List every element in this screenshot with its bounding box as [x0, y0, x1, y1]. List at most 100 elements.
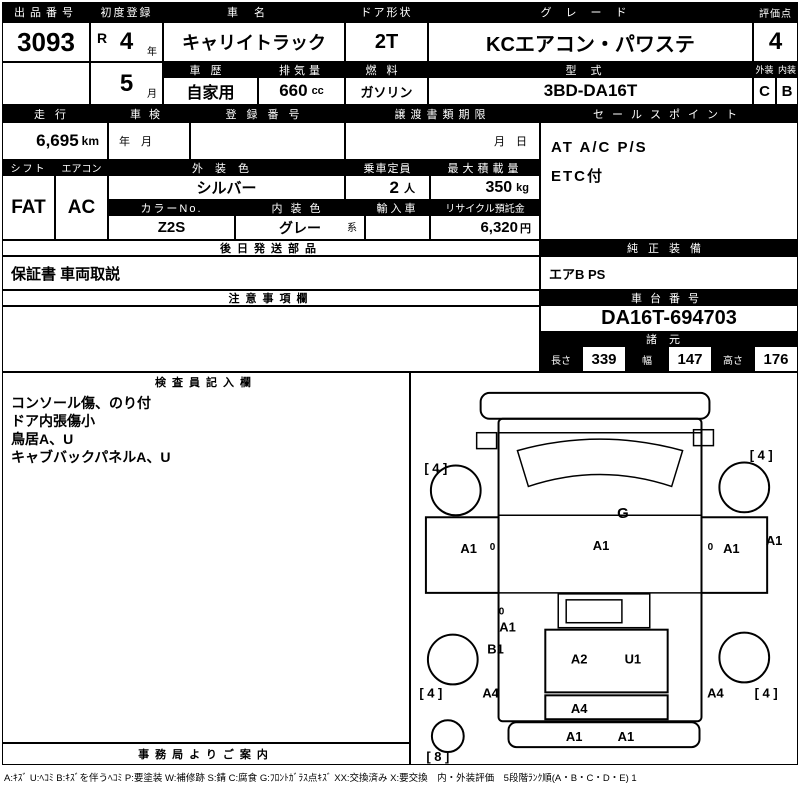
sales-point-line1: AT A/C P/S	[551, 139, 648, 156]
genuine-equipment-value: エアB PS	[540, 256, 798, 290]
auction-no-empty-cell	[2, 62, 90, 105]
inspector-note-line: ドア内張傷小	[11, 413, 95, 429]
capacity-value-cell: 2 人	[345, 175, 430, 200]
mid-left-scratch-mark: A1	[499, 620, 516, 635]
length-value: 339	[582, 346, 626, 372]
wheel-rear-left	[426, 633, 479, 686]
registration-no-value	[190, 122, 345, 160]
damage-diagram-box: [ 4 ] [ 4 ] [ 4 ] [ 4 ] [ 8 ] G A1 0 A1 …	[410, 372, 798, 765]
inspector-notes-box: 検査員記入欄 コンソール傷、のり付 ドア内張傷小 鳥居A、U キャブバックパネル…	[2, 372, 410, 743]
genuine-equipment-label: 純正装備	[540, 240, 798, 256]
bed-floor	[544, 628, 669, 694]
interior-color-suffix: 系	[347, 223, 357, 234]
grade-label: グレード	[428, 2, 753, 22]
damage-code-legend: A:ｷｽﾞ U:ﾍｺﾐ B:ｷｽﾞを伴うﾍｺﾐ P:要塗装 W:補修跡 S:錆 …	[4, 773, 637, 784]
score-value: 4	[753, 22, 798, 62]
specs-label: 諸元	[540, 332, 798, 346]
door-right-scratch-mark: A1	[723, 541, 740, 556]
era-code: R	[97, 30, 108, 46]
chassis-no-value: DA16T-694703	[540, 305, 798, 332]
model-code-label: 型式	[428, 62, 753, 77]
import-car-value	[365, 215, 430, 240]
sales-point-label: セールスポイント	[540, 105, 798, 122]
exterior-color-label: 外装色	[108, 160, 345, 175]
rear-bumper-scratch-left: A1	[566, 729, 583, 744]
side-right-scratch-mark: A1	[766, 533, 783, 548]
door-panel-right	[700, 516, 769, 594]
shift-label: シフト	[2, 160, 55, 175]
spare-tire-depth: [ 8 ]	[426, 749, 449, 764]
fuel-label: 燃料	[345, 62, 428, 77]
first-registration-year-cell: R 4 年	[90, 22, 163, 62]
displacement-value-cell: 660 cc	[258, 77, 345, 105]
sales-point-line2: ETC付	[551, 168, 605, 185]
car-name-value: キャリイトラック	[163, 22, 345, 62]
history-value: 自家用	[163, 77, 258, 105]
exterior-grade-label: 外装	[753, 62, 776, 77]
bed-dent-mark: U1	[625, 652, 642, 667]
rear-bumper-scratch-right: A1	[618, 729, 635, 744]
transfer-deadline-label: 譲渡書類期限	[345, 105, 540, 122]
tailgate-scratch-mark: A4	[571, 701, 588, 716]
tire-depth-front-right: [ 4 ]	[750, 448, 773, 463]
wheel-front-right	[718, 461, 771, 514]
capacity-value: 2	[389, 177, 399, 197]
rear-bumper	[507, 721, 701, 749]
score-label: 評価点	[753, 2, 798, 22]
month-unit: 月	[147, 89, 157, 100]
door-panel-left	[424, 516, 500, 594]
left-dent-scratch-mark: B1	[487, 642, 504, 657]
door-left-scratch-mark: A1	[460, 541, 477, 556]
auction-no-value: 3093	[2, 22, 90, 62]
width-label: 幅	[626, 346, 668, 372]
cab-scratch-mark: A1	[593, 538, 610, 553]
later-parts-label: 後日発送部品	[2, 240, 540, 256]
door-left-dot-mark: 0	[490, 542, 496, 553]
registration-no-label: 登録番号	[190, 105, 345, 122]
cab-back-panel	[557, 593, 651, 629]
fuel-value: ガソリン	[345, 77, 428, 105]
tailgate	[544, 694, 669, 721]
mirror-left	[475, 431, 498, 450]
inspector-notes-label: 検査員記入欄	[3, 373, 409, 391]
tire-depth-front-left: [ 4 ]	[424, 460, 447, 475]
grade-value: KCエアコン・パワステ	[428, 22, 753, 62]
inspector-note-line: 鳥居A、U	[11, 431, 74, 447]
cab-back-window	[565, 599, 623, 624]
mid-left-dot-mark: 0	[499, 607, 505, 618]
tire-depth-rear-right: [ 4 ]	[755, 685, 778, 700]
inspector-note-line: コンソール傷、のり付	[11, 395, 151, 411]
max-load-value-cell: 350 kg	[430, 175, 540, 200]
width-value: 147	[668, 346, 712, 372]
height-value: 176	[754, 346, 798, 372]
mirror-right	[692, 428, 715, 447]
inspector-notes-content: コンソール傷、のり付 ドア内張傷小 鳥居A、U キャブバックパネルA、U	[3, 391, 409, 469]
history-label: 車歴	[163, 62, 258, 77]
inspection-label: 車検	[108, 105, 190, 122]
recycle-deposit-label: リサイクル預託金	[430, 200, 540, 215]
tire-depth-rear-left: [ 4 ]	[419, 685, 442, 700]
exterior-color-value: シルバー	[108, 175, 345, 200]
notes-value	[2, 306, 540, 372]
notes-label: 注意事項欄	[2, 290, 540, 306]
mileage-value-cell: 6,695 km	[2, 122, 108, 160]
recycle-deposit-value: 6,320	[480, 219, 518, 236]
length-label: 長さ	[540, 346, 582, 372]
aircon-value: AC	[55, 175, 108, 240]
height-label: 高さ	[712, 346, 754, 372]
car-name-label: 車名	[163, 2, 345, 22]
capacity-label: 乗車定員	[345, 160, 430, 175]
displacement-value: 660	[279, 81, 308, 100]
mileage-value: 6,695	[36, 131, 79, 150]
capacity-unit: 人	[404, 182, 415, 195]
mileage-unit: km	[81, 134, 99, 148]
door-shape-value: 2T	[345, 22, 428, 62]
model-code-value: 3BD-DA16T	[428, 77, 753, 105]
interior-color-value-cell: グレー 系	[235, 215, 365, 240]
truck-body-outline	[497, 417, 703, 723]
max-load-value: 350	[485, 178, 513, 196]
door-right-dot-mark: 0	[708, 542, 714, 553]
interior-color-value: グレー	[279, 219, 321, 236]
first-registration-label: 初度登録	[90, 2, 163, 22]
